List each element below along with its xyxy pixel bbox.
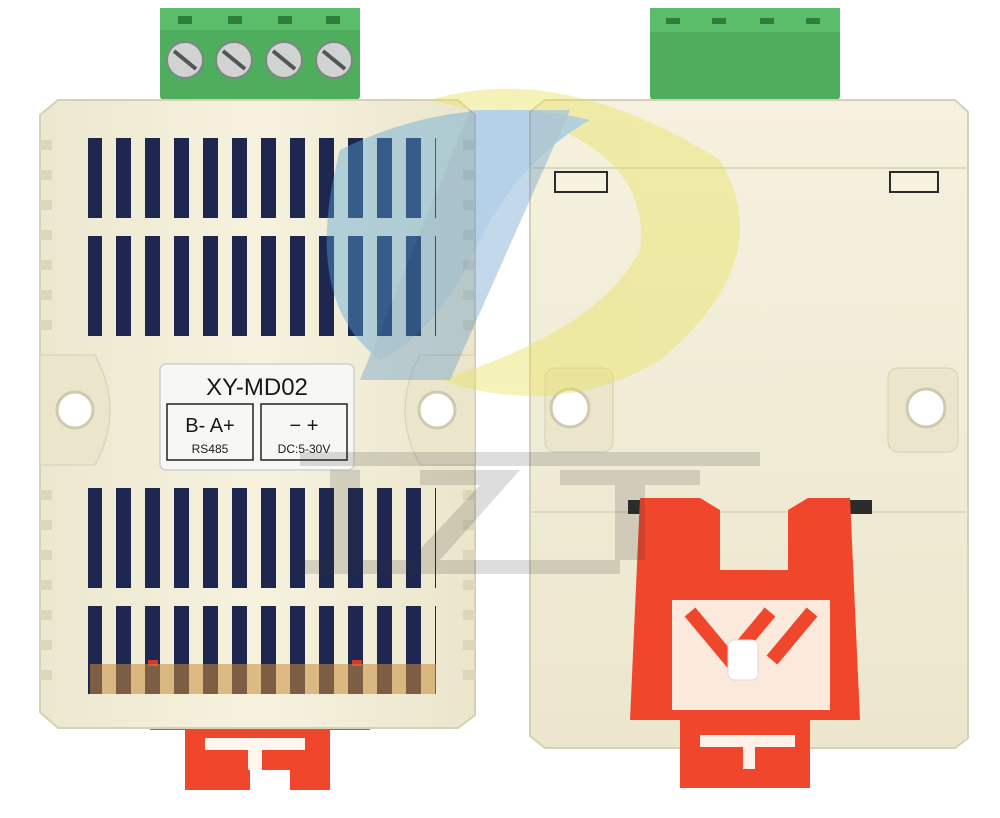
- bus-terminal-labels: B- A+: [185, 415, 234, 437]
- din-clip-back: [630, 498, 860, 788]
- model-name: XY-MD02: [206, 374, 308, 401]
- terminal-block-back: [650, 8, 840, 100]
- housing-front: [39, 99, 476, 729]
- power-terminal-labels: − +: [290, 415, 319, 437]
- top-ventilation-slots: [88, 138, 436, 336]
- device-front-view: XY-MD02 B- A+ RS485 − + DC:5-30V: [39, 8, 476, 790]
- device-back-view: [529, 8, 969, 788]
- terminal-screw-3: [265, 41, 303, 79]
- terminal-block-front: [160, 8, 360, 100]
- power-spec: DC:5-30V: [278, 442, 331, 456]
- terminal-screw-2: [215, 41, 253, 79]
- watermark-letters: [300, 452, 760, 574]
- mounting-ear-right: [404, 354, 476, 466]
- mounting-ear-left: [39, 354, 111, 466]
- bottom-ventilation-slots: [88, 488, 436, 694]
- product-label: XY-MD02 B- A+ RS485 − + DC:5-30V: [159, 363, 355, 471]
- terminal-screw-4: [315, 41, 353, 79]
- mounting-ear-back-right: [887, 367, 959, 453]
- terminal-screw-1: [166, 41, 204, 79]
- watermark-logo: [326, 88, 740, 397]
- din-clip-front: [150, 712, 370, 790]
- mounting-ear-back-left: [544, 367, 614, 453]
- bus-name: RS485: [192, 442, 229, 456]
